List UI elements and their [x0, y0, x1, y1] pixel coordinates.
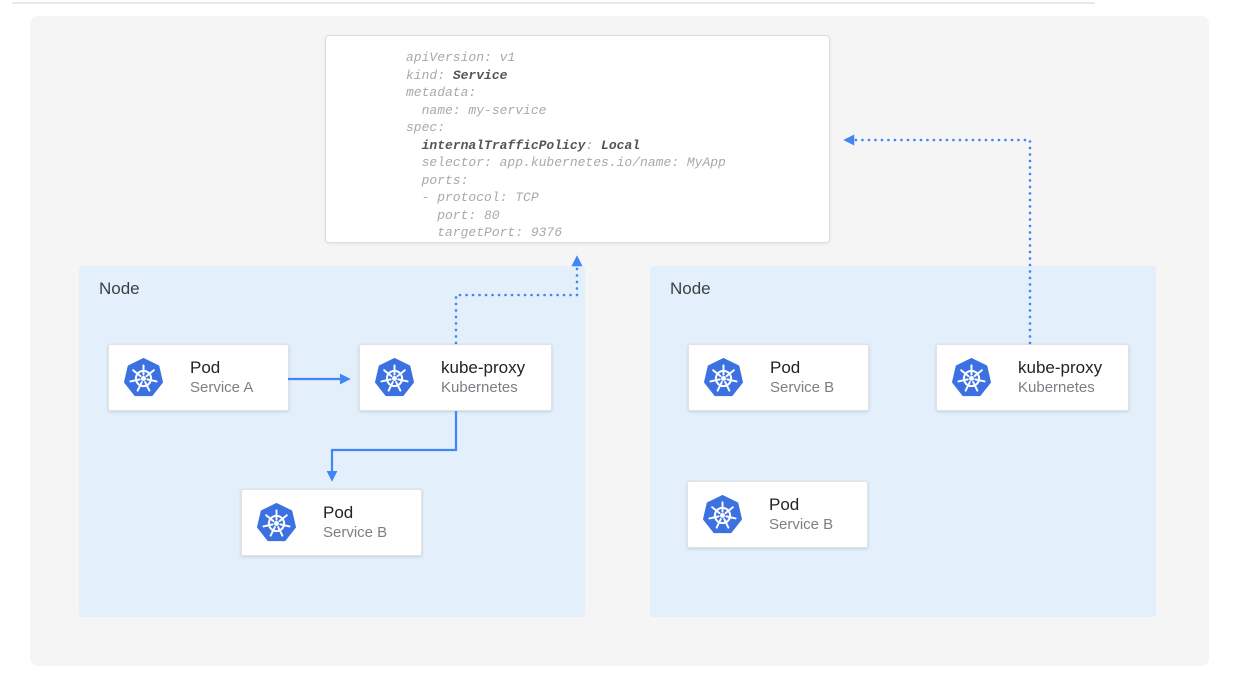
kubernetes-logo-icon: [704, 358, 743, 398]
card-pod-service-b-right-top: Pod Service B: [688, 344, 869, 411]
card-text: kube-proxy Kubernetes: [1018, 357, 1102, 398]
card-text: Pod Service A: [190, 357, 253, 398]
node-right-label: Node: [670, 279, 711, 298]
card-subtitle: Service B: [323, 524, 388, 541]
card-pod-service-b-right-bottom: Pod Service B: [687, 481, 868, 548]
card-text: Pod Service B: [770, 357, 834, 398]
yaml-line: internalTrafficPolicy: Local: [421, 137, 641, 153]
card-title: Pod: [770, 358, 801, 377]
yaml-line: name: my-service: [406, 102, 547, 118]
kubernetes-logo-icon: [703, 495, 742, 535]
top-divider: [12, 2, 1095, 4]
card-subtitle: Kubernetes: [1018, 379, 1095, 396]
kubernetes-logo-icon: [257, 503, 296, 543]
card-title: Pod: [769, 495, 800, 514]
yaml-line: targetPort: 9376: [406, 225, 563, 240]
node-right: Node: [650, 266, 1156, 617]
card-subtitle: Service B: [770, 379, 835, 396]
card-title: kube-proxy: [441, 358, 526, 377]
card-title: Pod: [323, 503, 354, 522]
yaml-line: metadata:: [406, 85, 477, 100]
card-title: kube-proxy: [1018, 358, 1103, 377]
kubernetes-logo-icon: [124, 358, 163, 398]
yaml-line: selector: app.kubernetes.io/name: MyApp: [406, 155, 726, 170]
yaml-code-block: apiVersion: v1 kind: Service metadata: nam…: [406, 49, 829, 242]
card-text: kube-proxy Kubernetes: [441, 357, 525, 398]
yaml-line: - protocol: TCP: [406, 190, 539, 205]
kubernetes-logo-icon: [375, 358, 414, 398]
card-text: Pod Service B: [769, 494, 833, 535]
card-subtitle: Service B: [769, 516, 834, 533]
card-pod-service-b-left: Pod Service B: [241, 489, 422, 556]
node-left: Node: [79, 266, 585, 617]
card-subtitle: Kubernetes: [441, 379, 518, 396]
card-text: Pod Service B: [323, 502, 387, 543]
card-pod-service-a: Pod Service A: [108, 344, 289, 411]
yaml-line: apiVersion: v1: [406, 50, 516, 65]
node-left-label: Node: [99, 279, 140, 298]
yaml-line: ports:: [406, 172, 469, 188]
service-yaml-card: apiVersion: v1 kind: Service metadata: nam…: [325, 35, 830, 243]
card-kube-proxy-left: kube-proxy Kubernetes: [359, 344, 552, 411]
card-title: Pod: [190, 358, 221, 377]
yaml-line: spec:: [406, 120, 446, 135]
card-subtitle: Service A: [190, 379, 254, 396]
card-kube-proxy-right: kube-proxy Kubernetes: [936, 344, 1129, 411]
kubernetes-logo-icon: [952, 358, 991, 398]
yaml-line: port: 80: [406, 207, 500, 223]
yaml-line: kind: Service: [406, 67, 508, 83]
